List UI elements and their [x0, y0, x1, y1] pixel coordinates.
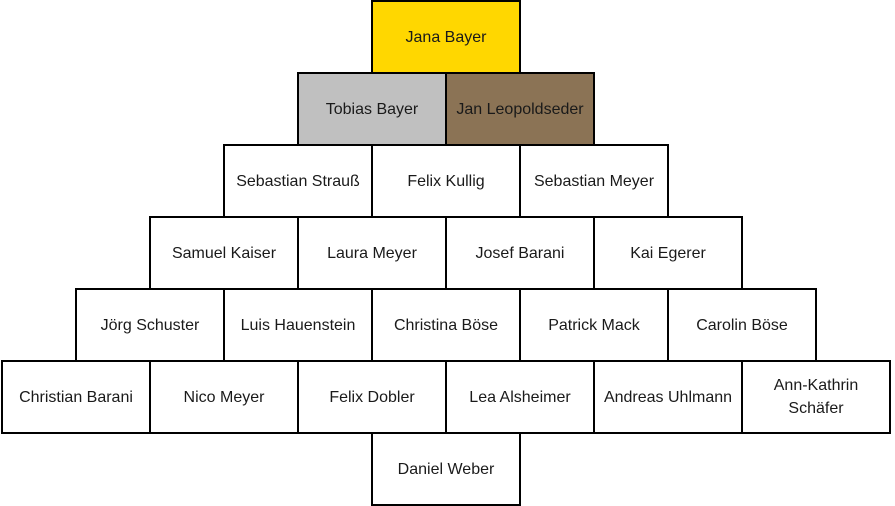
pyramid-box-r0-c0: Jana Bayer [371, 0, 521, 74]
pyramid-box-r5-c2: Felix Dobler [297, 360, 447, 434]
pyramid-box-r4-c1: Luis Hauenstein [223, 288, 373, 362]
pyramid-box-r5-c5: Ann-Kathrin Schäfer [741, 360, 891, 434]
pyramid-box-r3-c0: Samuel Kaiser [149, 216, 299, 290]
pyramid-box-r5-c3: Lea Alsheimer [445, 360, 595, 434]
pyramid-box-r1-c1: Jan Leopoldseder [445, 72, 595, 146]
pyramid-box-r3-c2: Josef Barani [445, 216, 595, 290]
pyramid-box-r2-c0: Sebastian Strauß [223, 144, 373, 218]
pyramid-box-r4-c3: Patrick Mack [519, 288, 669, 362]
pyramid-box-r5-c1: Nico Meyer [149, 360, 299, 434]
pyramid-box-r5-c0: Christian Barani [1, 360, 151, 434]
pyramid-box-r3-c3: Kai Egerer [593, 216, 743, 290]
pyramid-box-r2-c2: Sebastian Meyer [519, 144, 669, 218]
pyramid-box-r3-c1: Laura Meyer [297, 216, 447, 290]
pyramid-box-r6-c0: Daniel Weber [371, 432, 521, 506]
pyramid-box-r4-c0: Jörg Schuster [75, 288, 225, 362]
pyramid-box-r1-c0: Tobias Bayer [297, 72, 447, 146]
pyramid-box-r5-c4: Andreas Uhlmann [593, 360, 743, 434]
pyramid-box-r4-c4: Carolin Böse [667, 288, 817, 362]
pyramid-box-r4-c2: Christina Böse [371, 288, 521, 362]
pyramid-box-r2-c1: Felix Kullig [371, 144, 521, 218]
